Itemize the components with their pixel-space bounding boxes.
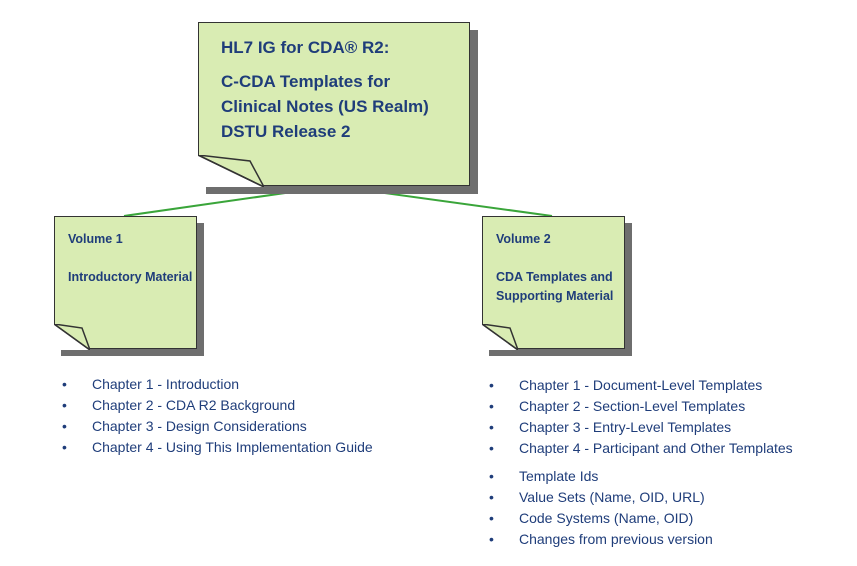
- volume1-note: Volume 1 Introductory Material: [53, 216, 197, 350]
- list-item: Chapter 2 - CDA R2 Background: [62, 395, 373, 416]
- list-item: Template Ids: [489, 466, 713, 487]
- list-item: Chapter 4 - Using This Implementation Gu…: [62, 437, 373, 458]
- list-item: Chapter 1 - Document-Level Templates: [489, 375, 793, 396]
- root-subtitle-line-3: DSTU Release 2: [221, 122, 351, 141]
- root-note-fold-icon: [197, 154, 264, 187]
- list-item: Code Systems (Name, OID): [489, 508, 713, 529]
- volume2-title: Volume 2: [496, 232, 551, 246]
- volume2-chapter-list: Chapter 1 - Document-Level Templates Cha…: [489, 375, 793, 459]
- volume2-subtitle: CDA Templates and Supporting Material: [496, 270, 614, 303]
- root-subtitle-line-1: C-CDA Templates for: [221, 72, 391, 91]
- list-item: Chapter 2 - Section-Level Templates: [489, 396, 793, 417]
- root-subtitle-line-2: Clinical Notes (US Realm): [221, 97, 429, 116]
- list-item: Chapter 3 - Design Considerations: [62, 416, 373, 437]
- root-note: HL7 IG for CDA® R2: C-CDA Templates for …: [197, 22, 470, 187]
- volume1-title: Volume 1: [68, 232, 123, 246]
- volume1-note-fold-icon: [53, 323, 90, 350]
- volume1-subtitle: Introductory Material: [68, 270, 193, 284]
- volume1-chapter-list: Chapter 1 - Introduction Chapter 2 - CDA…: [62, 374, 373, 458]
- list-item: Changes from previous version: [489, 529, 713, 550]
- root-title: HL7 IG for CDA® R2:: [221, 38, 390, 57]
- list-item: Chapter 4 - Participant and Other Templa…: [489, 438, 793, 459]
- list-item: Value Sets (Name, OID, URL): [489, 487, 713, 508]
- volume2-note: Volume 2 CDA Templates and Supporting Ma…: [481, 216, 625, 350]
- list-item: Chapter 1 - Introduction: [62, 374, 373, 395]
- volume2-appendix-list: Template Ids Value Sets (Name, OID, URL)…: [489, 466, 713, 550]
- volume2-note-fold-icon: [481, 323, 518, 350]
- list-item: Chapter 3 - Entry-Level Templates: [489, 417, 793, 438]
